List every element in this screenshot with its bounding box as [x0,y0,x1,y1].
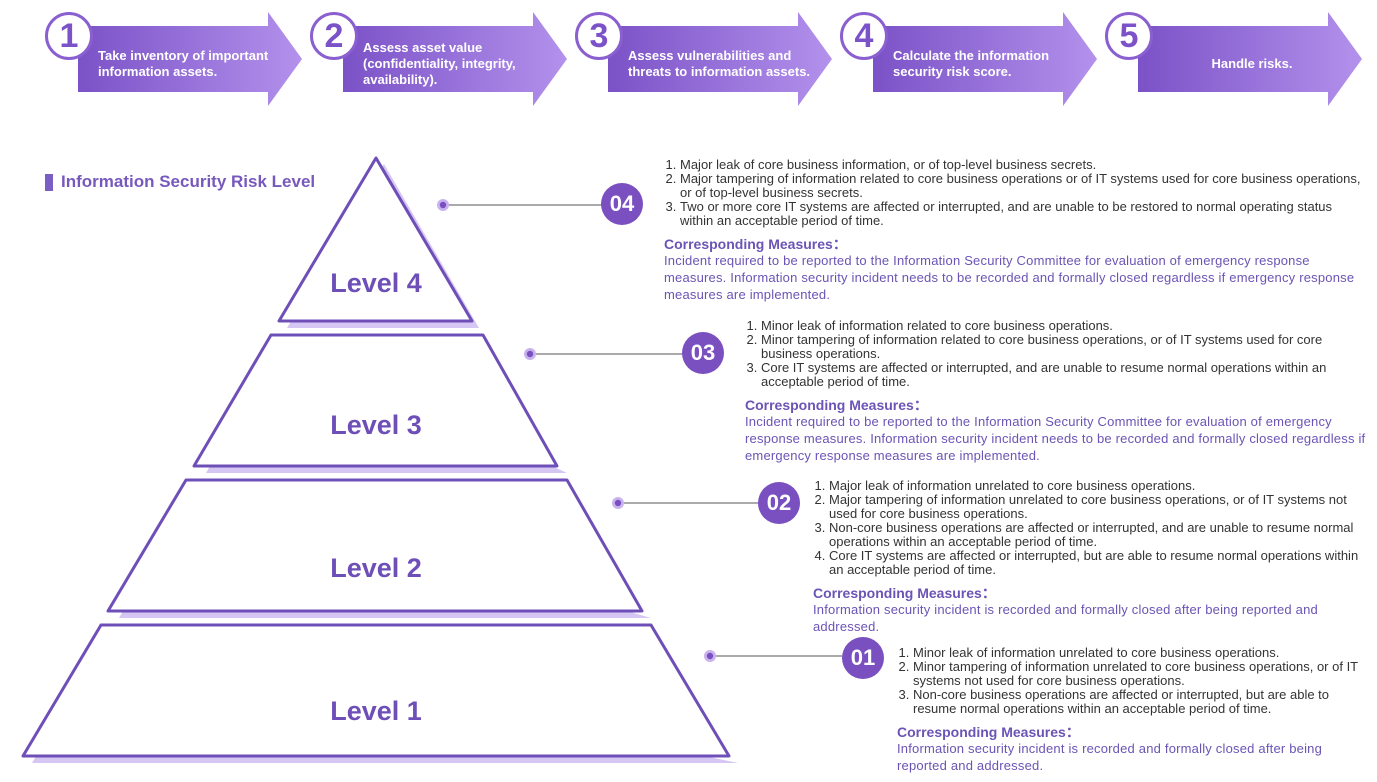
level1-label: Level 1 [330,696,422,726]
step-label: Handle risks. [1211,56,1293,71]
process-step-2: 2 Assess asset value (confidentiality, i… [310,12,601,106]
criteria-item: Minor tampering of information related t… [761,333,1372,361]
process-step-1: 1 Take inventory of important informatio… [45,12,336,106]
section-title-text: Information Security Risk Level [61,172,316,191]
level4-shape [277,156,474,323]
measures-text: Information security incident is recorde… [897,741,1323,773]
level3-description: Minor leak of information related to cor… [745,319,1372,464]
level2-connector [612,497,760,509]
level2-criteria-list: Major leak of information unrelated to c… [813,479,1370,577]
step-arrow-shape [873,12,1097,106]
level1-badge: 01 [842,637,884,679]
level4-connector [437,199,604,211]
criteria-item: Core IT systems are affected or interrup… [829,549,1370,577]
level2-description: Major leak of information unrelated to c… [813,479,1370,635]
step-label: Assess asset value (confidentiality, int… [363,40,516,87]
measures-heading: Corresponding Measures： [813,585,996,601]
step-number-badge: 5 [1105,12,1153,60]
step-number-badge: 1 [45,12,93,60]
measures-heading: Corresponding Measures： [664,236,847,252]
step-arrow-shape [343,12,567,106]
criteria-item: Major leak of information unrelated to c… [829,479,1370,493]
step-arrow-shape [608,12,832,106]
step-number-badge: 2 [310,12,358,60]
criteria-item: Two or more core IT systems are affected… [680,200,1366,228]
step-arrow-shape [78,12,302,106]
level2-badge: 02 [758,482,800,524]
level3-criteria-list: Minor leak of information related to cor… [745,319,1372,389]
measures-text: Incident required to be reported to the … [664,253,1355,302]
step-label: Calculate the information security risk … [893,48,1050,79]
measures-text: Incident required to be reported to the … [745,414,1366,463]
level4-badge: 04 [601,183,643,225]
criteria-item: Core IT systems are affected or interrup… [761,361,1372,389]
level1-criteria-list: Minor leak of information unrelated to c… [897,646,1369,716]
level3-shape [192,333,559,468]
criteria-item: Major leak of core business information,… [680,158,1366,172]
level1-description: Minor leak of information unrelated to c… [897,646,1369,774]
level3-connector [524,348,684,360]
measures-text: Information security incident is recorde… [813,602,1318,634]
criteria-item: Minor leak of information related to cor… [761,319,1372,333]
title-bar-marker [45,173,53,191]
measures-heading: Corresponding Measures： [897,724,1080,740]
step-label: Take inventory of important information … [98,48,269,79]
level2-label: Level 2 [330,553,422,583]
criteria-item: Minor leak of information unrelated to c… [913,646,1369,660]
level3-label: Level 3 [330,410,422,440]
measures-heading: Corresponding Measures： [745,397,928,413]
level2-shape [106,478,644,613]
criteria-item: Non-core business operations are affecte… [829,521,1370,549]
process-step-4: 4 Calculate the information security ris… [840,12,1131,106]
criteria-item: Major tampering of information related t… [680,172,1366,200]
level1-connector [704,650,842,662]
criteria-item: Minor tampering of information unrelated… [913,660,1369,688]
level1-shape [21,623,731,758]
step-number-badge: 4 [840,12,888,60]
level4-criteria-list: Major leak of core business information,… [664,158,1366,228]
criteria-item: Non-core business operations are affecte… [913,688,1369,716]
section-title: Information Security Risk Level [45,172,315,192]
criteria-item: Major tampering of information unrelated… [829,493,1370,521]
level4-description: Major leak of core business information,… [664,158,1366,303]
step-number-badge: 3 [575,12,623,60]
step-arrow-shape [1138,12,1362,106]
step-label: Assess vulnerabilities and threats to in… [628,48,811,79]
process-step-3: 3 Assess vulnerabilities and threats to … [575,12,866,106]
level4-label: Level 4 [330,268,422,298]
process-step-5: 5 Handle risks. [1105,12,1377,106]
level3-badge: 03 [682,332,724,374]
